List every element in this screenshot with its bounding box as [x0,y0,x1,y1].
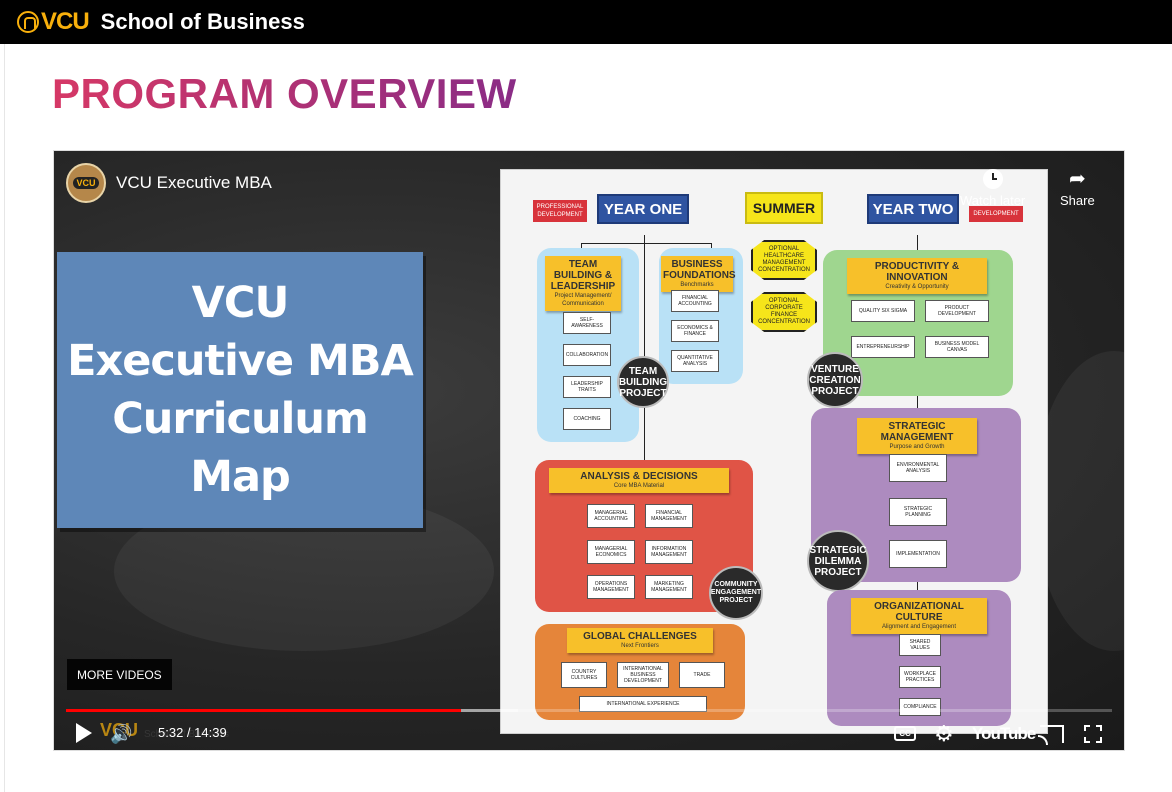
course-box: ECONOMICS & FINANCE [671,320,719,342]
optional-corporate-finance-concentration: OPTIONAL CORPORATE FINANCE CONCENTRATION [751,292,817,332]
course-box: ENVIRONMENTAL ANALYSIS [889,454,947,482]
share-button[interactable]: ➦ Share [1060,165,1095,208]
year-two-header: YEAR TWO [867,194,959,224]
section-title-text: ORGANIZATIONAL CULTURE [874,601,964,623]
played-progress [66,709,462,712]
course-box: INTERNATIONAL EXPERIENCE [579,696,707,712]
course-box: COMPLIANCE [899,698,941,716]
section-title-text: STRATEGIC MANAGEMENT [880,421,954,443]
more-videos-button[interactable]: MORE VIDEOS [67,659,172,690]
course-box: QUANTITATIVE ANALYSIS [671,350,719,372]
business-foundations-title: BUSINESS FOUNDATIONS Benchmarks [661,256,736,292]
course-box: BUSINESS MODEL CANVAS [925,336,989,358]
course-box: FINANCIAL ACCOUNTING [671,290,719,312]
summer-header: SUMMER [745,192,823,224]
clock-icon [982,169,1003,189]
volume-icon[interactable]: 🔊 [110,724,133,744]
course-box: FINANCIAL MANAGEMENT [645,504,693,528]
course-box: MARKETING MANAGEMENT [645,575,693,599]
play-icon[interactable] [76,723,92,743]
vcu-watermark: VCU [100,720,139,740]
course-box: TRADE [679,662,725,688]
watch-later-button[interactable]: Watch later [960,165,1025,208]
section-title-text: PRODUCTIVITY & INNOVATION [874,261,960,283]
section-subtitle: Alignment and Engagement [881,624,957,630]
strategic-management-title: STRATEGIC MANAGEMENT Purpose and Growth [857,418,977,454]
section-subtitle: Next Frontiers [621,643,659,649]
watch-later-label: Watch later [960,193,1026,208]
slide-title-card: VCU Executive MBA Curriculum Map [57,252,423,528]
community-engagement-project-badge: COMMUNITY ENGAGEMENT PROJECT [709,566,763,620]
course-box: SELF-AWARENESS [563,312,611,334]
player-controls: VCU School of Business 🔊 5:32 / 14:39 CC… [54,717,1124,750]
vcu-seal-icon [17,11,39,33]
course-box: INTERNATIONAL BUSINESS DEVELOPMENT [617,662,669,688]
section-title-text: GLOBAL CHALLENGES [583,631,697,642]
course-box: OPERATIONS MANAGEMENT [587,575,635,599]
global-challenges-title: GLOBAL CHALLENGES Next Frontiers [567,628,713,653]
course-box: INFORMATION MANAGEMENT [645,540,693,564]
share-label: Share [1060,193,1095,208]
slide-title-line: Curriculum Map [112,394,369,502]
video-player[interactable]: VCU Executive MBA Curriculum Map PROFESS… [53,150,1125,751]
course-box: IMPLEMENTATION [889,540,947,568]
section-subtitle: Benchmarks [680,282,714,288]
course-box: WORKPLACE PRACTICES [899,666,941,688]
productivity-title: PRODUCTIVITY & INNOVATION Creativity & O… [847,258,987,294]
progress-bar[interactable] [66,709,1112,712]
year-one-header: YEAR ONE [597,194,689,224]
video-header: VCU VCU Executive MBA [66,163,272,203]
professional-development-tag: PROFESSIONAL DEVELOPMENT [533,200,587,222]
team-building-title: TEAM BUILDING & LEADERSHIP Project Manag… [545,256,621,311]
settings-gear-icon[interactable]: ⚙ [934,721,954,746]
team-building-project-badge: TEAM BUILDING PROJECT [617,356,669,408]
page-title: PROGRAM OVERVIEW [52,70,517,117]
vcu-logo[interactable]: VCU [17,8,90,36]
channel-avatar-text: VCU [73,177,99,189]
course-box: ENTREPRENEURSHIP [851,336,915,358]
youtube-logo[interactable]: YouTube [972,724,1036,743]
video-title[interactable]: VCU Executive MBA [116,173,272,192]
organizational-culture-title: ORGANIZATIONAL CULTURE Alignment and Eng… [851,598,987,634]
school-name[interactable]: School of Business [100,9,305,34]
course-box: QUALITY SIX SIGMA [851,300,915,322]
vcu-watermark-subtext: School of Business [144,729,230,740]
venture-creation-project-badge: VENTURE CREATION PROJECT [807,352,863,408]
course-box: COUNTRY CULTURES [561,662,607,688]
optional-healthcare-concentration: OPTIONAL HEALTHCARE MANAGEMENT CONCENTRA… [751,240,817,280]
strategic-dilemma-project-badge: STRATEGIC DILEMMA PROJECT [807,530,869,592]
development-tag: DEVELOPMENT [969,206,1023,222]
course-box: SHARED VALUES [899,634,941,656]
time-display: 5:32 / 14:39 [158,725,227,740]
slide-title-line: Executive MBA [67,336,414,386]
section-title-text: ANALYSIS & DECISIONS [580,471,698,482]
captions-button[interactable]: CC [894,726,916,741]
fullscreen-icon[interactable] [1084,725,1102,743]
course-box: COLLABORATION [563,344,611,366]
connector-line [581,243,711,244]
analysis-decisions-title: ANALYSIS & DECISIONS Core MBA Material [549,468,729,493]
cast-icon[interactable] [1038,725,1064,745]
course-box: PRODUCT DEVELOPMENT [925,300,989,322]
channel-avatar[interactable]: VCU [66,163,106,203]
site-header: VCU School of Business [0,0,1172,44]
logo-text: VCU [41,8,90,35]
course-box: STRATEGIC PLANNING [889,498,947,526]
curriculum-map: PROFESSIONAL DEVELOPMENT YEAR ONE SUMMER… [500,169,1048,734]
page-divider [4,44,5,792]
section-title-text: BUSINESS FOUNDATIONS [663,259,736,281]
section-subtitle: Purpose and Growth [889,444,945,450]
section-subtitle: Core MBA Material [613,483,665,489]
section-subtitle: Creativity & Opportunity [885,284,949,290]
section-title-text: TEAM BUILDING & LEADERSHIP [550,259,616,292]
slide-title-line: VCU [191,278,290,328]
share-arrow-icon: ➦ [1068,168,1086,190]
course-box: LEADERSHIP TRAITS [563,376,611,398]
section-subtitle: Project Management/ Communication [554,293,612,307]
course-box: MANAGERIAL ECONOMICS [587,540,635,564]
course-box: MANAGERIAL ACCOUNTING [587,504,635,528]
course-box: COACHING [563,408,611,430]
